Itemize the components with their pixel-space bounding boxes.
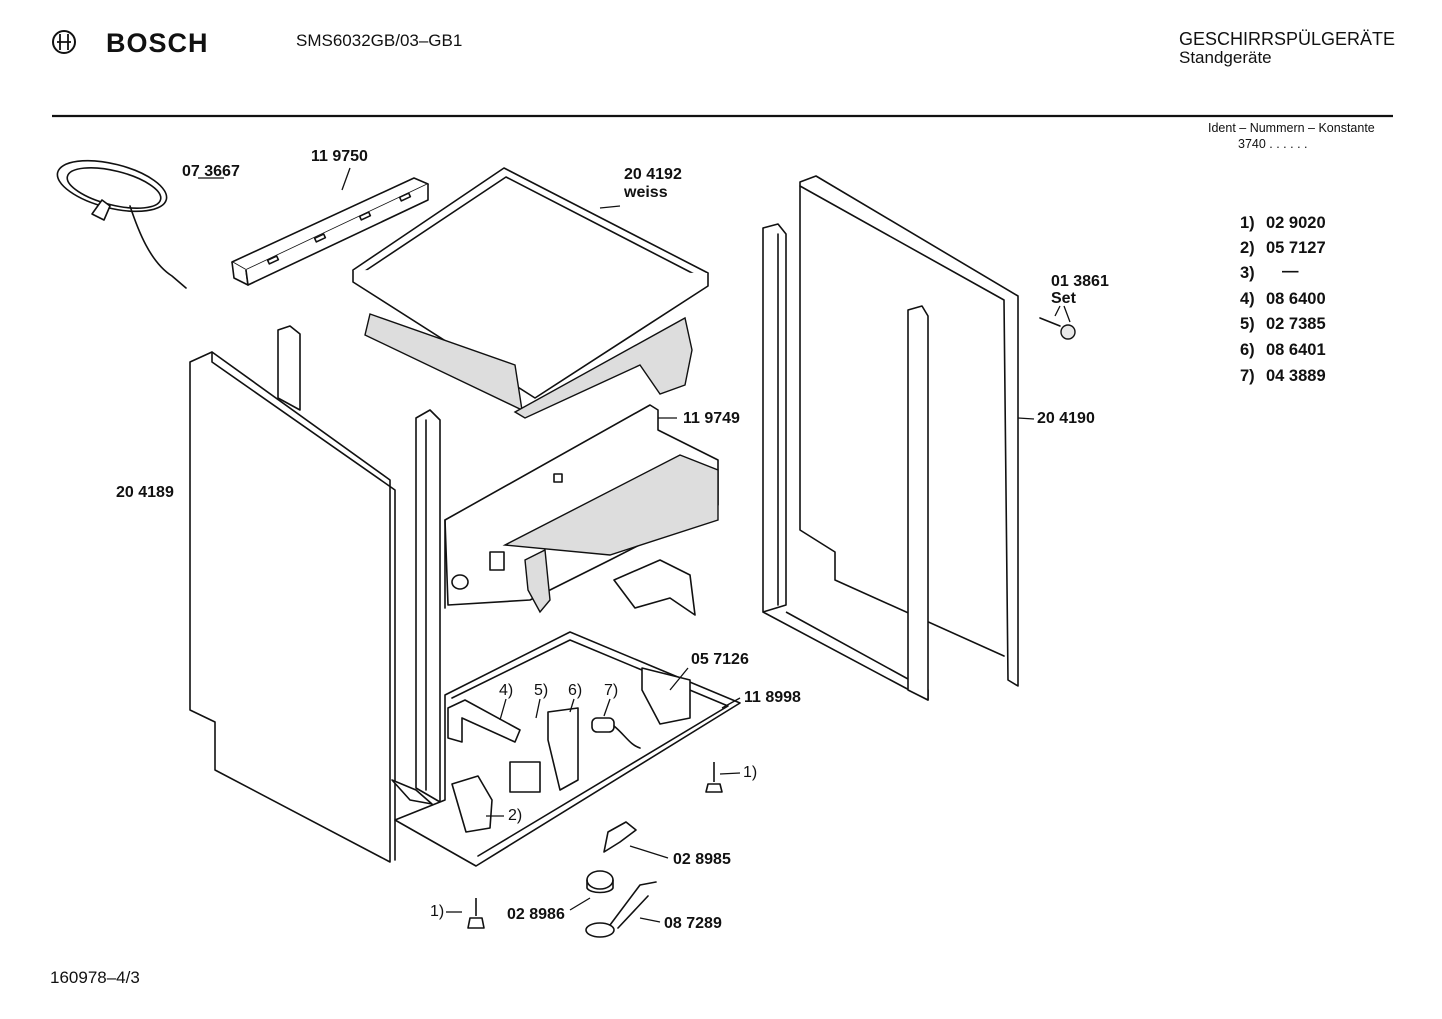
foot-right-part (705, 762, 723, 793)
ident-label: Ident – Nummern – Konstante (1208, 121, 1375, 135)
constant-value: — (1282, 262, 1299, 280)
category-subtitle: Standgeräte (1179, 48, 1272, 67)
right-frame-part (762, 175, 1019, 701)
constant-value: 02 9020 (1266, 214, 1326, 232)
constant-value: 08 6401 (1266, 341, 1326, 359)
constant-ref: 3) (1240, 264, 1255, 282)
callout-7: 7) (604, 682, 619, 699)
power-cable-part (56, 159, 187, 289)
part-label-float: 02 8985 (673, 851, 731, 868)
cross-member-part (444, 404, 719, 616)
holder-part (585, 881, 657, 938)
constant-ref: 7) (1240, 367, 1255, 385)
base-tray-part (394, 631, 741, 867)
model-number: SMS6032GB/03–GB1 (296, 31, 463, 50)
ident-value: 3740 . . . . . . (1238, 137, 1308, 151)
left-side-panel-part (189, 351, 396, 863)
part-label-set: 01 3861 (1051, 273, 1109, 290)
part-label-bracket: 05 7126 (691, 651, 749, 668)
left-upright-part (277, 325, 441, 805)
rail-part (231, 177, 429, 286)
callout-4: 4) (499, 682, 514, 699)
drawing-number: 160978–4/3 (50, 968, 140, 987)
callout-1-right: 1) (743, 764, 758, 781)
worktop-part (352, 167, 709, 419)
constant-ref: 4) (1240, 290, 1255, 308)
constant-value: 05 7127 (1266, 239, 1326, 257)
constant-ref: 1) (1240, 214, 1255, 232)
part-label-holder: 08 7289 (664, 915, 722, 932)
category-title: GESCHIRRSPÜLGERÄTE (1179, 29, 1396, 49)
constant-value: 08 6400 (1266, 290, 1326, 308)
callout-5: 5) (534, 682, 549, 699)
part-label-rail: 11 9750 (311, 148, 368, 165)
part-label-left-panel: 20 4189 (116, 484, 174, 501)
constant-ref: 2) (1240, 239, 1255, 257)
float-part (603, 821, 637, 853)
screw-set-part (1039, 317, 1076, 340)
cap-part (586, 870, 614, 894)
part-label-base: 11 8998 (744, 689, 801, 706)
constant-ref: 6) (1240, 341, 1255, 359)
part-label-set-note: Set (1051, 290, 1076, 307)
callout-2: 2) (508, 807, 523, 824)
bosch-logo-icon (52, 30, 76, 54)
constant-value: 02 7385 (1266, 315, 1326, 333)
part-label-cross-member: 11 9749 (683, 410, 740, 427)
part-label-top: 20 4192 (624, 166, 682, 183)
part-label-cable: 07 3667 (182, 163, 240, 180)
callout-6: 6) (568, 682, 583, 699)
part-label-cap: 02 8986 (507, 906, 565, 923)
brand-wordmark: BOSCH (106, 28, 209, 58)
part-label-top-note: weiss (624, 184, 668, 201)
constant-value: 04 3889 (1266, 367, 1326, 385)
part-label-right-frame: 20 4190 (1037, 410, 1095, 427)
constant-ref: 5) (1240, 315, 1255, 333)
foot-left-part (467, 898, 485, 929)
callout-1-left: 1) (430, 903, 445, 920)
